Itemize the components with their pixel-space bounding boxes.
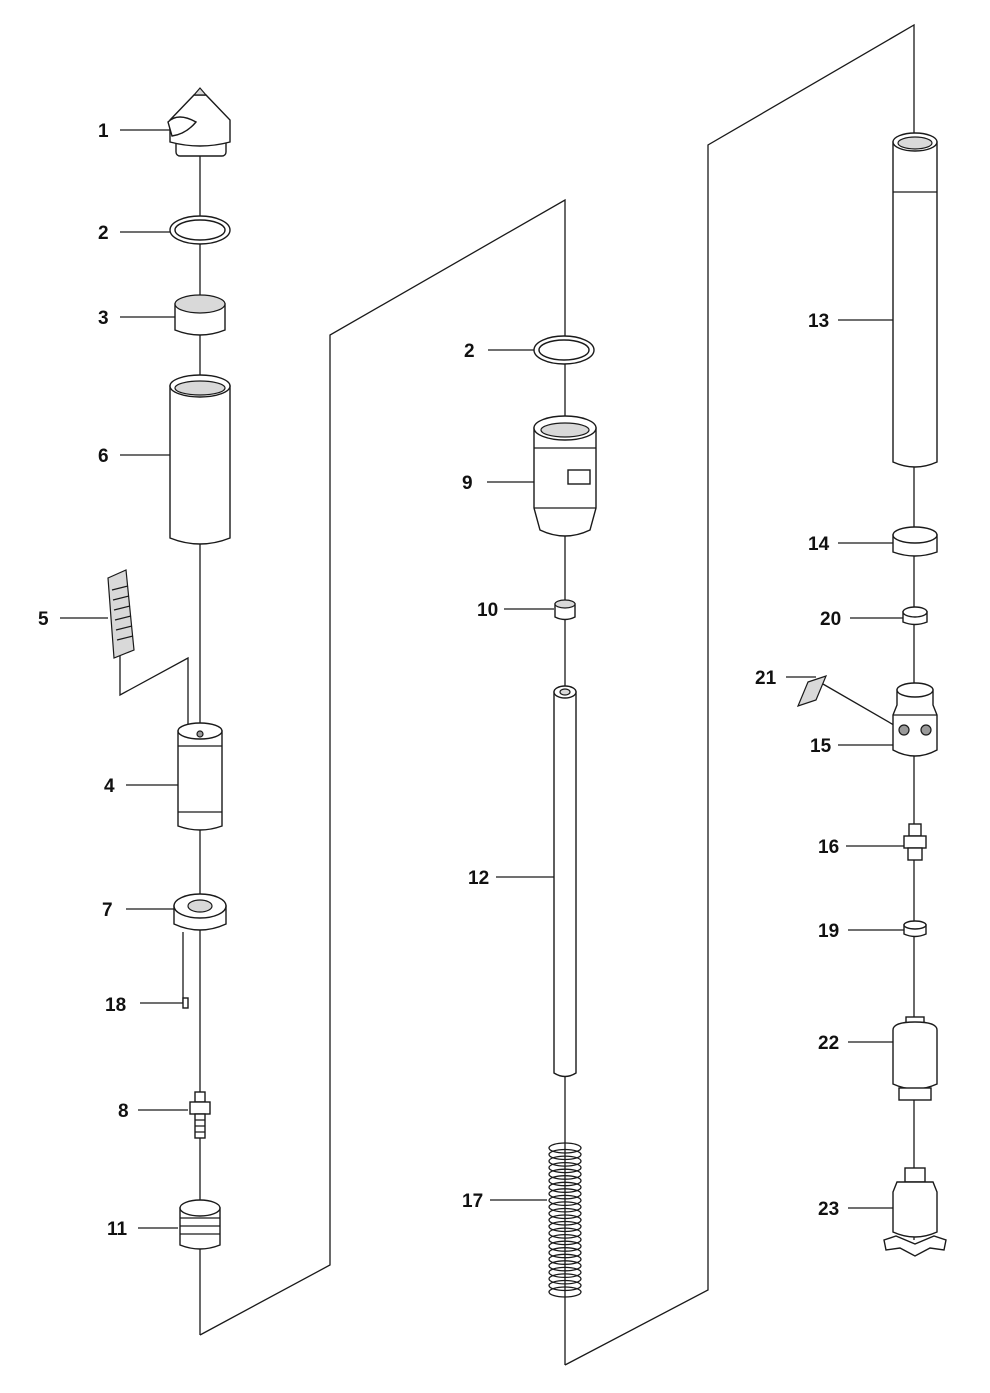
spring-coil	[548, 1155, 582, 1167]
callout-labels: 1 2 3 6 5 4 7 18 8 11 2 9 10 12 17 13 14…	[38, 121, 841, 1240]
spring-coil	[548, 1253, 582, 1265]
spring-coil	[548, 1247, 582, 1259]
callout-9: 9	[462, 473, 473, 494]
part-11-threaded-base	[179, 1199, 221, 1250]
spring-coil	[548, 1194, 582, 1207]
callout-17: 17	[462, 1191, 483, 1212]
part-15-valve-housing	[892, 682, 938, 757]
callout-5: 5	[38, 609, 49, 630]
callout-18: 18	[105, 995, 126, 1016]
part-23-quick-coupler	[883, 1167, 947, 1257]
part-2-o-ring-middle	[533, 335, 595, 365]
callout-7: 7	[102, 900, 113, 921]
part-18-pin	[182, 997, 189, 1009]
spring-coil	[548, 1148, 582, 1161]
spring-coil	[548, 1240, 582, 1252]
leader-lines	[60, 129, 904, 1229]
part-3-disk	[174, 294, 226, 336]
callout-2-middle: 2	[464, 341, 475, 362]
spring-coil	[548, 1266, 582, 1279]
part-4-valve-body	[177, 722, 223, 831]
part-20-ring-small	[902, 606, 928, 626]
part-1-nozzle-cap	[167, 87, 231, 157]
spring-coil	[548, 1181, 582, 1193]
callout-3: 3	[98, 308, 109, 329]
callout-22: 22	[818, 1033, 839, 1054]
callout-8: 8	[118, 1101, 129, 1122]
spring-coil	[548, 1142, 582, 1154]
spring-coil	[548, 1214, 582, 1226]
spring-coil	[548, 1279, 582, 1292]
callout-13: 13	[808, 311, 829, 332]
part-21-pin-clip	[796, 675, 828, 707]
spring-coil	[548, 1273, 582, 1285]
callout-4: 4	[104, 776, 115, 797]
part-22-cartridge	[892, 1016, 938, 1101]
part-10-ring-small	[554, 599, 576, 621]
spring-coil	[548, 1233, 582, 1246]
spring-coil	[548, 1207, 582, 1220]
spring-coil	[548, 1161, 582, 1174]
part-8-fitting	[189, 1091, 211, 1139]
callout-23: 23	[818, 1199, 839, 1220]
spring-coil	[548, 1227, 582, 1239]
part-14-ring	[892, 526, 938, 557]
spring-coil	[548, 1220, 582, 1233]
callout-1: 1	[98, 121, 109, 142]
part-6-tube-sleeve	[169, 374, 231, 545]
part-2-o-ring-left	[169, 215, 231, 245]
callout-21: 21	[755, 668, 777, 689]
part-17-coil-spring	[548, 1142, 582, 1298]
part-13-outer-tube	[892, 132, 938, 468]
callout-20: 20	[820, 609, 841, 630]
part-16-nipple-fitting	[903, 823, 927, 861]
callout-12: 12	[468, 868, 489, 889]
spring-coil	[548, 1201, 582, 1213]
spring-coil	[548, 1260, 582, 1272]
part-7-seal-washer	[173, 893, 227, 931]
part-9-coupling-sleeve	[533, 415, 597, 537]
callout-19: 19	[818, 921, 839, 942]
spring-coil	[548, 1168, 582, 1180]
spring-coil	[548, 1188, 582, 1200]
callout-10: 10	[477, 600, 498, 621]
spring-coil	[548, 1286, 582, 1298]
callout-11: 11	[107, 1219, 128, 1240]
callout-6: 6	[98, 446, 109, 467]
part-12-long-rod	[553, 685, 577, 1078]
callout-14: 14	[808, 534, 830, 555]
callout-16: 16	[818, 837, 839, 858]
callout-2: 2	[98, 223, 109, 244]
callout-15: 15	[810, 736, 832, 757]
part-19-ring-small	[903, 920, 927, 938]
spring-coil	[548, 1175, 582, 1187]
part-5-filter-element	[107, 569, 135, 659]
